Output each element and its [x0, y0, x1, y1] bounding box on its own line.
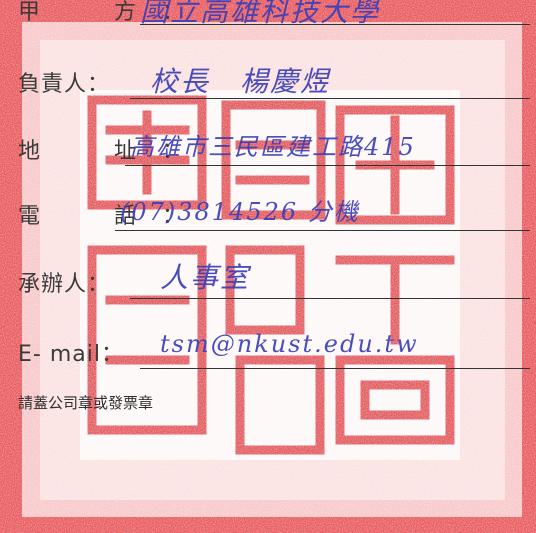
principal-underline	[130, 98, 530, 99]
principal-value: 校長 楊慶煜	[150, 65, 331, 98]
stamp-instruction: 請蓋公司章或發票章	[18, 394, 154, 412]
party-a-label: 甲 方：	[18, 0, 211, 25]
phone-value: (07)3814526 分機	[120, 198, 360, 226]
principal-label: 負責人：	[18, 72, 111, 97]
party-a-value: 國立高雄科技大學	[140, 0, 381, 28]
contact-underline	[130, 298, 530, 299]
address-label: 地 址：	[18, 139, 211, 164]
principal-row: 負責人： 校長 楊慶煜	[0, 60, 536, 110]
email-value: tsm@nkust.edu.tw	[160, 330, 419, 358]
address-value: 高雄市三民區建工路415	[130, 133, 416, 161]
phone-underline	[115, 230, 530, 231]
email-underline	[140, 368, 530, 369]
contact-label: 承辦人：	[18, 272, 111, 297]
address-row: 地 址： 高雄市三民區建工路415	[0, 125, 536, 175]
party-a-row: 甲 方： 國立高雄科技大學	[0, 0, 536, 50]
party-a-underline	[140, 24, 530, 25]
address-underline	[125, 165, 530, 166]
phone-label: 電 話：	[18, 204, 211, 229]
email-label: E- mail：	[18, 342, 124, 367]
contact-value: 人事室	[160, 261, 251, 294]
contact-row: 承辦人： 人事室	[0, 258, 536, 308]
email-row: E- mail： tsm@nkust.edu.tw	[0, 328, 536, 378]
phone-row: 電 話： (07)3814526 分機	[0, 190, 536, 240]
